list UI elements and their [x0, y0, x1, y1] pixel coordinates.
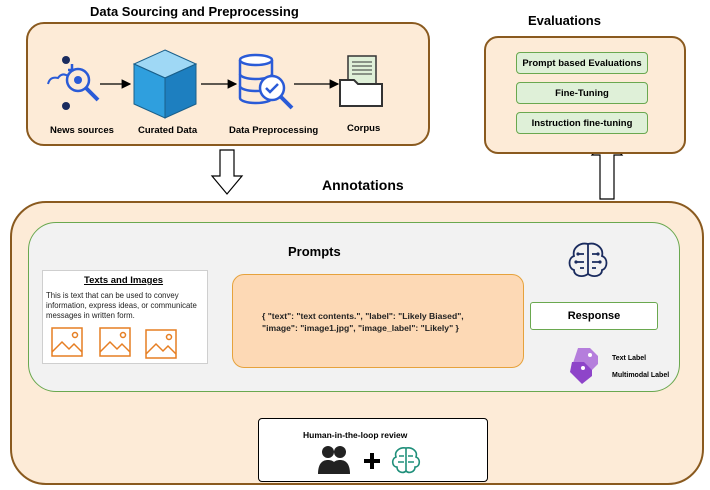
step-label-curated-data: Curated Data	[138, 125, 198, 136]
step-label-news-sources: News sources	[50, 125, 114, 136]
human-ai-icons	[318, 446, 421, 474]
texts-images-body: This is text that can be used to convey …	[46, 291, 197, 320]
step-label-corpus: Corpus	[347, 123, 381, 134]
folder-icon	[339, 55, 383, 107]
texts-images-heading: Texts and Images	[84, 275, 164, 286]
sourcing-title: Data Sourcing and Preprocessing	[90, 4, 299, 19]
human-review-box	[258, 418, 488, 482]
prompt-json-box	[232, 274, 524, 368]
database-search-icon	[238, 53, 294, 110]
eval-fine-tuning: Fine-Tuning	[516, 82, 648, 104]
cube-icon	[132, 49, 198, 119]
image-placeholder-icons	[51, 327, 177, 359]
step-label-data-preprocessing: Data Preprocessing	[229, 125, 319, 136]
human-review-label: Human-in-the-loop review	[303, 430, 408, 440]
evaluations-title: Evaluations	[528, 13, 601, 28]
response-box: Response	[530, 302, 658, 330]
tag-icon	[570, 348, 598, 384]
eval-prompt-based: Prompt based Evaluations	[516, 52, 648, 74]
tag-label-multimodal: Multimodal Label	[612, 372, 670, 379]
prompt-json-text: { "text": "text contents.", "label": "Li…	[262, 311, 464, 333]
brain-circuit-icon	[568, 242, 608, 277]
tag-label-text: Text Label	[612, 355, 647, 362]
eval-instruction-fine-tuning: Instruction fine-tuning	[516, 112, 648, 134]
news-sources-icon	[47, 56, 100, 110]
annotations-title: Annotations	[322, 177, 404, 193]
prompts-title: Prompts	[288, 244, 341, 259]
